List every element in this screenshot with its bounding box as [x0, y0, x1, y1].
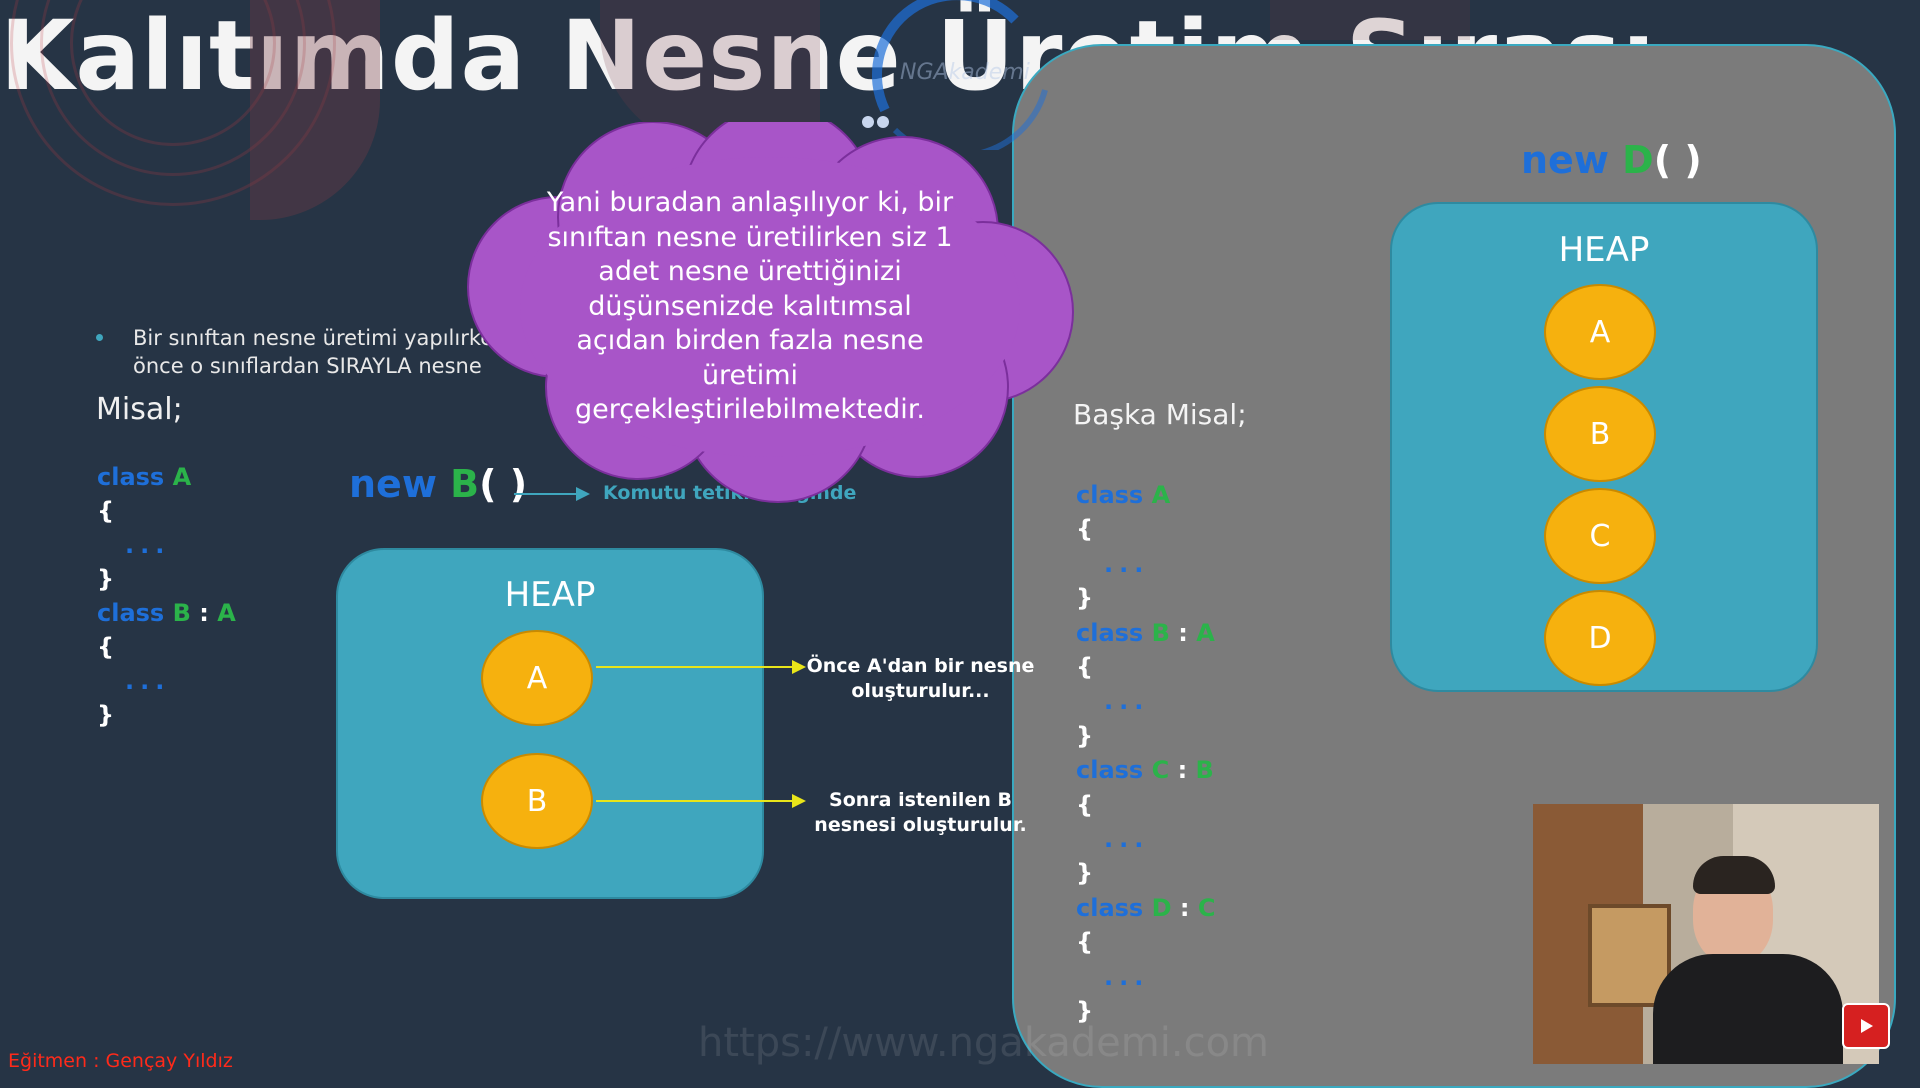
webcam-video: [1533, 804, 1879, 1064]
arrow-head-a: [792, 660, 806, 674]
heap-node-a: A: [481, 630, 593, 726]
heap-title: HEAP: [504, 575, 596, 615]
bullet-line-2: önce o sınıflardan SIRAYLA nesne: [133, 354, 482, 378]
arrow-to-note-a: [596, 666, 792, 668]
heap-node-b-right: B: [1544, 386, 1656, 482]
heap-node-b: B: [481, 753, 593, 849]
cloud-text: Yani buradan anlaşılıyor ki, bir sınıfta…: [546, 187, 954, 425]
misal-label: Misal;: [96, 392, 183, 427]
youtube-play-icon[interactable]: [1842, 1003, 1890, 1049]
bullet-text: Bir sınıftan nesne üretimi yapılırken ön…: [133, 324, 507, 380]
bullet-line-1: Bir sınıftan nesne üretimi yapılırken: [133, 326, 507, 350]
arrow-head-b: [792, 794, 806, 808]
person-body: [1653, 954, 1843, 1064]
heap-node-c-right: C: [1544, 488, 1656, 584]
bullet-dot-icon: [96, 334, 103, 341]
heap-right: HEAP A B C D: [1390, 202, 1818, 692]
code-line-r-a: class A: [1076, 481, 1171, 509]
code-line-class-a: class A: [97, 463, 192, 491]
new-b-expression: new B( ): [349, 462, 528, 506]
left-code-block: class A { ... } class B : A { ... }: [97, 460, 236, 732]
arrow-head: [576, 487, 590, 501]
logo-text: NGAkademi: [900, 60, 1030, 85]
heap-left: HEAP A B: [336, 548, 764, 899]
baska-misal-label: Başka Misal;: [1073, 398, 1247, 431]
cloud-callout: [467, 122, 1074, 503]
right-code-block: class A { ... } class B : A { ... } clas…: [1076, 478, 1215, 1029]
heap-node-d-right: D: [1544, 590, 1656, 686]
code-line-r-b: class B : A: [1076, 618, 1215, 647]
watermark-url: https://www.ngakademi.com: [698, 1020, 1270, 1066]
arrow-to-note-b: [596, 800, 792, 802]
arrow-right-icon: [514, 493, 578, 495]
heap-node-a-right: A: [1544, 284, 1656, 380]
code-line-r-d: class D : C: [1076, 893, 1216, 922]
logo-dot: [877, 116, 889, 128]
new-d-expression: new D( ): [1521, 138, 1702, 182]
person-hair: [1693, 856, 1775, 894]
heap-title-right: HEAP: [1558, 230, 1650, 270]
logo-dot: [862, 116, 874, 128]
code-line-r-c: class C : B: [1076, 756, 1214, 785]
instructor-label: Eğitmen : Gençay Yıldız: [8, 1050, 233, 1072]
code-line-class-b: class B : A: [97, 599, 236, 627]
